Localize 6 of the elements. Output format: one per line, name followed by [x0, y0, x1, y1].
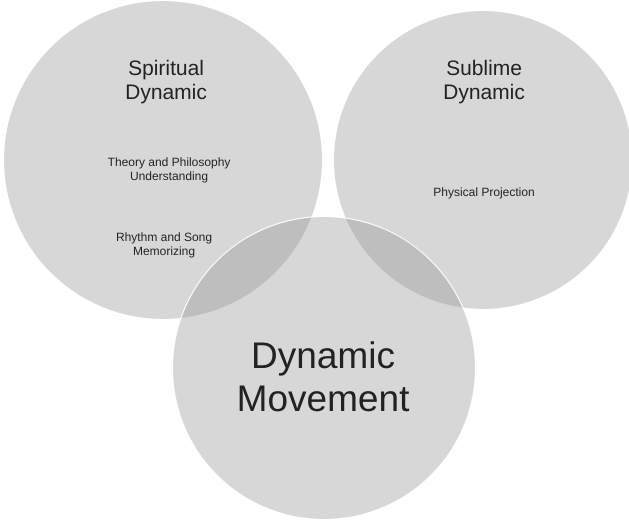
circle-text: Physical Projection: [432, 186, 536, 200]
circle-heading: Sublime Dynamic: [442, 57, 526, 106]
circle-heading: Dynamic Movement: [236, 335, 410, 420]
circle-heading: Spiritual Dynamic: [124, 57, 208, 106]
circle-text: Theory and Philosophy Understanding: [106, 156, 232, 184]
circle-text: Rhythm and Song Memorizing: [114, 231, 214, 259]
